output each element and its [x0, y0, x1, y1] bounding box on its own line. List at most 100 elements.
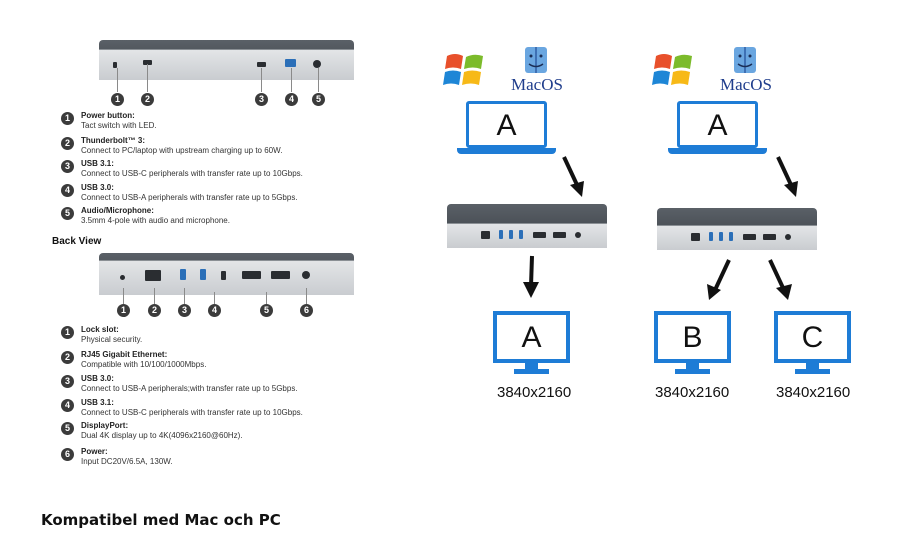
displayport-port: [242, 271, 261, 279]
mac-finder-icon: [734, 47, 756, 73]
monitor-letter: C: [801, 321, 824, 354]
lead-line: [123, 288, 124, 304]
displayport-port: [763, 234, 776, 240]
usb-a-port: [285, 59, 296, 67]
dock-diagram-face: [447, 223, 607, 248]
usb-a-port: [499, 230, 503, 239]
monitor-stand: [525, 363, 538, 369]
audio-port: [313, 60, 321, 68]
legend-badge: 5: [61, 422, 74, 435]
footer-caption: Kompatibel med Mac och PC: [41, 511, 281, 529]
lead-line: [154, 288, 155, 304]
legend-title: Lock slot:: [81, 325, 119, 334]
usb-a-port: [709, 232, 713, 241]
legend-badge: 1: [61, 112, 74, 125]
legend-title: Audio/Microphone:: [81, 206, 154, 215]
resolution-label: 3840x2160: [655, 384, 730, 401]
legend-desc: Tact switch with LED.: [81, 121, 157, 130]
front-marker-5: 5: [312, 93, 325, 106]
arrow-down-right-icon: [562, 156, 584, 197]
monitor-b: B: [654, 311, 731, 363]
laptop-base: [457, 148, 556, 154]
rj45-port: [691, 233, 700, 241]
front-marker-3: 3: [255, 93, 268, 106]
legend-desc: Compatible with 10/100/1000Mbps.: [81, 360, 207, 369]
back-marker-3: 3: [178, 304, 191, 317]
legend-badge: 3: [61, 160, 74, 173]
monitor-c: C: [774, 311, 851, 363]
legend-title: Power button:: [81, 111, 135, 120]
arrow-down-right-icon: [776, 156, 798, 197]
lock-slot: [120, 275, 125, 280]
back-marker-1: 1: [117, 304, 130, 317]
monitor-stand: [806, 363, 819, 369]
dock-back-view: [99, 253, 354, 295]
usb-a-port: [180, 269, 186, 280]
legend-desc: Connect to PC/laptop with upstream charg…: [81, 146, 283, 155]
lead-line: [184, 288, 185, 304]
legend-desc: Connect to USB-A peripherals with transf…: [81, 193, 298, 202]
dock-front-face: [99, 49, 354, 80]
monitor-stand: [795, 369, 830, 374]
legend-badge: 4: [61, 184, 74, 197]
legend-badge: 5: [61, 207, 74, 220]
monitor-stand: [675, 369, 710, 374]
monitor-a: A: [493, 311, 570, 363]
macos-label: MacOS: [720, 75, 772, 94]
dock-diagram-face: [657, 225, 817, 250]
mac-finder-icon: [525, 47, 547, 73]
resolution-label: 3840x2160: [497, 384, 572, 401]
windows-logo-icon: [652, 54, 692, 85]
arrow-down-icon: [523, 255, 539, 298]
usb-c-port: [221, 271, 226, 280]
lead-line: [117, 68, 118, 92]
monitor-stand: [686, 363, 699, 369]
back-marker-5: 5: [260, 304, 273, 317]
monitor-stand: [514, 369, 549, 374]
legend-desc: Connect to USB-C peripherals with transf…: [81, 408, 303, 417]
usb-a-port: [200, 269, 206, 280]
back-view-title: Back View: [52, 236, 102, 247]
displayport-port: [553, 232, 566, 238]
lead-line: [318, 68, 319, 92]
legend-desc: Physical security.: [81, 335, 143, 344]
back-marker-4: 4: [208, 304, 221, 317]
legend-title: USB 3.1:: [81, 398, 114, 407]
rj45-port: [145, 270, 161, 281]
front-marker-4: 4: [285, 93, 298, 106]
legend-title: Power:: [81, 447, 108, 456]
usb-a-port: [519, 230, 523, 239]
laptop-screen: A: [466, 101, 547, 148]
legend-badge: 3: [61, 375, 74, 388]
legend-badge: 2: [61, 137, 74, 150]
lead-line: [147, 64, 148, 92]
windows-logo-icon: [443, 54, 483, 85]
arrow-down-left-icon: [707, 259, 731, 300]
legend-title: USB 3.0:: [81, 374, 114, 383]
back-marker-6: 6: [300, 304, 313, 317]
displayport-port: [743, 234, 756, 240]
macos-label: MacOS: [511, 75, 563, 94]
laptop-letter: A: [496, 109, 517, 142]
dock-front-view: [99, 40, 354, 80]
resolution-label: 3840x2160: [776, 384, 851, 401]
legend-badge: 1: [61, 326, 74, 339]
legend-badge: 6: [61, 448, 74, 461]
laptop-screen: A: [677, 101, 758, 148]
laptop-letter: A: [707, 109, 728, 142]
dock-diagram: [447, 204, 607, 248]
laptop-base: [668, 148, 767, 154]
legend-badge: 4: [61, 399, 74, 412]
lead-line: [214, 292, 215, 304]
power-port: [575, 232, 581, 238]
monitor-letter: B: [682, 321, 703, 354]
legend-title: USB 3.0:: [81, 183, 114, 192]
thunderbolt-port: [143, 60, 152, 65]
rj45-port: [481, 231, 490, 239]
monitor-letter: A: [521, 321, 542, 354]
lead-line: [261, 68, 262, 92]
power-port: [302, 271, 310, 279]
legend-desc: Dual 4K display up to 4K(4096x2160@60Hz)…: [81, 431, 243, 440]
front-marker-1: 1: [111, 93, 124, 106]
back-marker-2: 2: [148, 304, 161, 317]
